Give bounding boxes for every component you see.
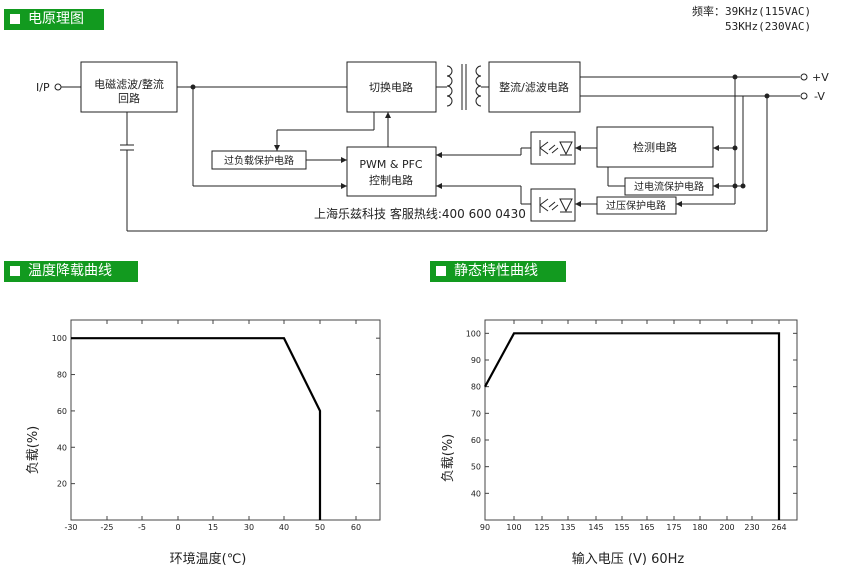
schematic-header: 电原理图 — [4, 9, 104, 30]
plot-frame — [484, 319, 798, 521]
x-tick-label: 60 — [351, 523, 361, 532]
frequency-230vac: 53KHz(230VAC) — [725, 20, 812, 33]
frequency-115vac: 39KHz(115VAC) — [725, 5, 812, 18]
x-tick-label: 90 — [480, 523, 490, 532]
y-tick-label: 100 — [52, 334, 67, 343]
y-tick-label: 40 — [57, 443, 67, 452]
x-tick-label: 100 — [506, 523, 521, 532]
optocoupler-glyphs — [539, 140, 573, 213]
x-tick-label: 15 — [208, 523, 218, 532]
x-tick-label: 145 — [588, 523, 603, 532]
x-tick-label: -30 — [64, 523, 77, 532]
input-label: I/P — [36, 81, 50, 94]
input-terminal — [54, 83, 62, 91]
static-header-label: 静态特性曲线 — [454, 263, 538, 279]
x-tick-label: 40 — [279, 523, 289, 532]
y-tick-label: 100 — [466, 329, 481, 338]
overvoltage-block-label: 过压保护电路 — [606, 199, 666, 212]
x-tick-label: 200 — [719, 523, 734, 532]
y-axis-label: 负载(%) — [26, 426, 41, 475]
y-tick-label: 60 — [471, 436, 481, 445]
schematic-labels: I/P 电磁滤波/整流 回路 切换电路 整流/滤波电路 PWM & PFC 控制… — [36, 71, 829, 221]
switch-block-label: 切换电路 — [369, 80, 413, 94]
square-icon — [10, 14, 20, 24]
output-negative-terminal — [800, 92, 808, 100]
curve-line — [484, 332, 781, 520]
derating-header: 温度降载曲线 — [4, 261, 138, 282]
y-tick-label: 40 — [471, 489, 481, 498]
y-tick-label: 80 — [471, 383, 481, 392]
detect-block-label: 检测电路 — [633, 140, 677, 154]
x-tick-label: -5 — [138, 523, 146, 532]
curve-line — [71, 337, 322, 520]
x-tick-label: 155 — [614, 523, 629, 532]
square-icon — [436, 266, 446, 276]
x-tick-label: 165 — [639, 523, 654, 532]
frequency-label: 频率： — [692, 5, 725, 18]
schematic-header-label: 电原理图 — [28, 11, 84, 27]
x-tick-label: -25 — [100, 523, 113, 532]
rectifier-block-label: 整流/滤波电路 — [499, 80, 569, 94]
y-tick-label: 90 — [471, 356, 481, 365]
contact-hotline: 上海乐兹科技 客服热线:400 600 0430 — [314, 206, 526, 221]
x-tick-label: 125 — [534, 523, 549, 532]
y-tick-label: 60 — [57, 407, 67, 416]
static-characteristic-chart: 90 100 125 135 145 155 165 175 180 200 230 264 100 90… — [441, 319, 798, 567]
y-tick-label: 50 — [471, 463, 481, 472]
pwm-block-label: PWM & PFC — [359, 158, 423, 171]
x-axis-label: 输入电压 (V) 60Hz — [572, 551, 685, 567]
y-tick-label: 20 — [57, 480, 67, 489]
x-tick-label: 180 — [692, 523, 707, 532]
transformer-icon — [446, 64, 482, 110]
pwm-block-label-2: 控制电路 — [369, 173, 413, 187]
derating-header-label: 温度降载曲线 — [28, 263, 112, 279]
x-tick-label: 0 — [175, 523, 180, 532]
output-positive-label: +V — [812, 71, 829, 84]
y-axis-label: 负载(%) — [441, 434, 456, 483]
optocoupler-icon — [530, 131, 576, 165]
output-negative-label: -V — [814, 90, 825, 103]
x-tick-label: 175 — [666, 523, 681, 532]
rectifier-filter-block — [488, 61, 581, 113]
static-header: 静态特性曲线 — [430, 261, 566, 282]
frequency-spec: 频率：39KHz(115VAC) 53KHz(230VAC) — [692, 4, 811, 34]
x-tick-label: 50 — [315, 523, 325, 532]
x-tick-label: 264 — [771, 523, 786, 532]
derating-chart: -30 -25 -5 0 15 30 40 50 60 100 80 60 40 20 环境温度(℃) 负载(… — [26, 319, 381, 567]
x-axis-label: 环境温度(℃) — [170, 551, 247, 567]
output-positive-terminal — [800, 73, 808, 81]
square-icon — [10, 266, 20, 276]
schematic-diagram — [54, 61, 808, 232]
emi-block-label: 电磁滤波/整流 — [94, 77, 164, 91]
x-tick-label: 30 — [244, 523, 254, 532]
optocoupler-icon — [530, 188, 576, 222]
overload-block-label: 过负载保护电路 — [224, 154, 294, 167]
x-tick-label: 230 — [744, 523, 759, 532]
y-tick-label: 80 — [57, 371, 67, 380]
y-tick-label: 70 — [471, 409, 481, 418]
pwm-pfc-control-block — [346, 146, 437, 197]
emi-block-label-2: 回路 — [118, 92, 140, 105]
x-tick-label: 135 — [560, 523, 575, 532]
plot-frame — [70, 319, 381, 521]
overcurrent-block-label: 过电流保护电路 — [634, 180, 704, 193]
